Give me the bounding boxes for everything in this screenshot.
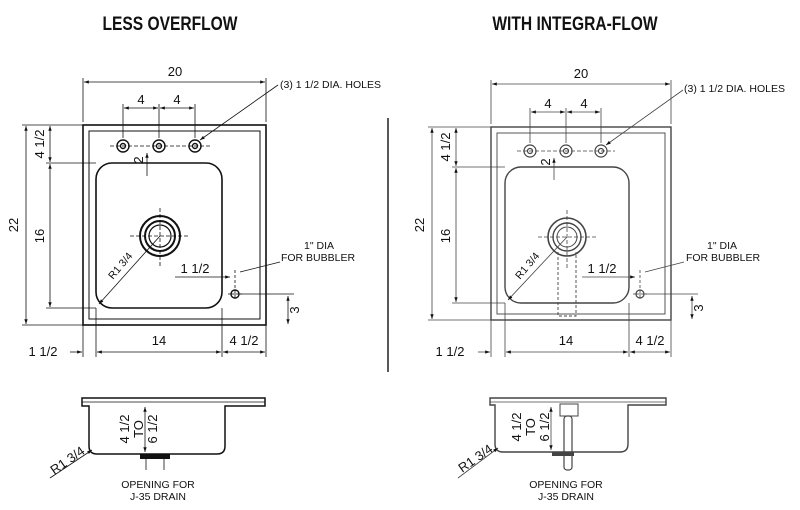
left-section-view: [49, 397, 266, 479]
left-corner-radius: R1 3/4: [106, 250, 135, 282]
left-bubbler-hole: [228, 270, 242, 300]
right-corner-radius: R1 3/4: [513, 250, 542, 282]
right-hole-spacing-1: 4: [544, 96, 551, 111]
right-sink-outer: [490, 126, 672, 321]
left-hole-spacing-1: 4: [137, 92, 144, 107]
right-bowl-height: 16: [438, 229, 453, 243]
right-right-margin: 4 1/2: [636, 333, 665, 348]
left-width-dim: 20: [168, 64, 182, 79]
left-holes-note: (3) 1 1/2 DIA. HOLES: [280, 79, 381, 91]
right-depth-1: 4 1/2: [509, 413, 524, 442]
right-bubbler-height: 3: [691, 304, 706, 311]
right-view: [428, 80, 698, 479]
right-overall-height: 22: [412, 218, 427, 232]
left-hole-spacing-2: 4: [173, 92, 180, 107]
left-section-radius: R1 3/4: [47, 443, 87, 477]
right-bubbler-hole: [633, 270, 647, 300]
left-labels: 20 4 4 (3) 1 1/2 DIA. HOLES 22 4 1/2 16 …: [6, 64, 381, 503]
left-top-dim: 4 1/2: [32, 130, 47, 159]
left-bubbler-offset: 1 1/2: [181, 261, 210, 276]
left-sink-outer: [82, 124, 267, 326]
left-drain-note-2: J-35 DRAIN: [130, 491, 186, 503]
right-overflow-channel: [557, 252, 577, 317]
right-bubbler-offset: 1 1/2: [588, 261, 617, 276]
right-hole-spacing-2: 4: [580, 96, 587, 111]
right-top-dim: 4 1/2: [438, 133, 453, 162]
left-depth-2: 6 1/2: [145, 415, 160, 444]
left-depth-to: TO: [131, 420, 146, 438]
right-bowl-width: 14: [559, 333, 573, 348]
left-depth-1: 4 1/2: [117, 415, 132, 444]
left-bowl-width: 14: [152, 333, 166, 348]
left-right-margin: 4 1/2: [230, 333, 259, 348]
left-bubbler-height: 3: [287, 306, 302, 313]
right-title: WITH INTEGRA-FLOW: [492, 14, 658, 35]
right-section-radius: R1 3/4: [455, 441, 495, 475]
right-bubbler-note-1: 1" DIA: [707, 240, 737, 252]
right-depth-2: 6 1/2: [537, 413, 552, 442]
right-width-dim: 20: [574, 66, 588, 81]
right-depth-to: TO: [523, 418, 538, 436]
left-overall-height: 22: [6, 218, 21, 232]
right-hole-offset: 2: [538, 158, 553, 165]
left-sink-inner-rim: [88, 130, 261, 320]
right-drain: [538, 210, 596, 317]
right-sink-inner-rim: [496, 132, 666, 315]
right-bubbler-note-2: FOR BUBBLER: [686, 252, 761, 264]
right-labels: 20 4 4 (3) 1 1/2 DIA. HOLES 22 4 1/2 16 …: [412, 66, 785, 503]
right-section-view: [457, 397, 667, 479]
left-bowl: [95, 162, 223, 309]
right-drain-note-1: OPENING FOR: [529, 479, 603, 491]
left-drain-note-1: OPENING FOR: [121, 479, 195, 491]
right-drain-note-2: J-35 DRAIN: [538, 491, 594, 503]
left-bowl-height: 16: [32, 229, 47, 243]
left-bubbler-note-2: FOR BUBBLER: [281, 252, 356, 264]
right-holes-note: (3) 1 1/2 DIA. HOLES: [684, 83, 785, 95]
left-view: [22, 78, 294, 479]
right-bowl: [504, 166, 630, 304]
left-hole-offset: 2: [131, 156, 146, 163]
right-left-margin: 1 1/2: [436, 344, 465, 359]
left-left-margin: 1 1/2: [29, 344, 58, 359]
left-title: LESS OVERFLOW: [102, 14, 238, 35]
left-bubbler-note-1: 1" DIA: [304, 240, 334, 252]
